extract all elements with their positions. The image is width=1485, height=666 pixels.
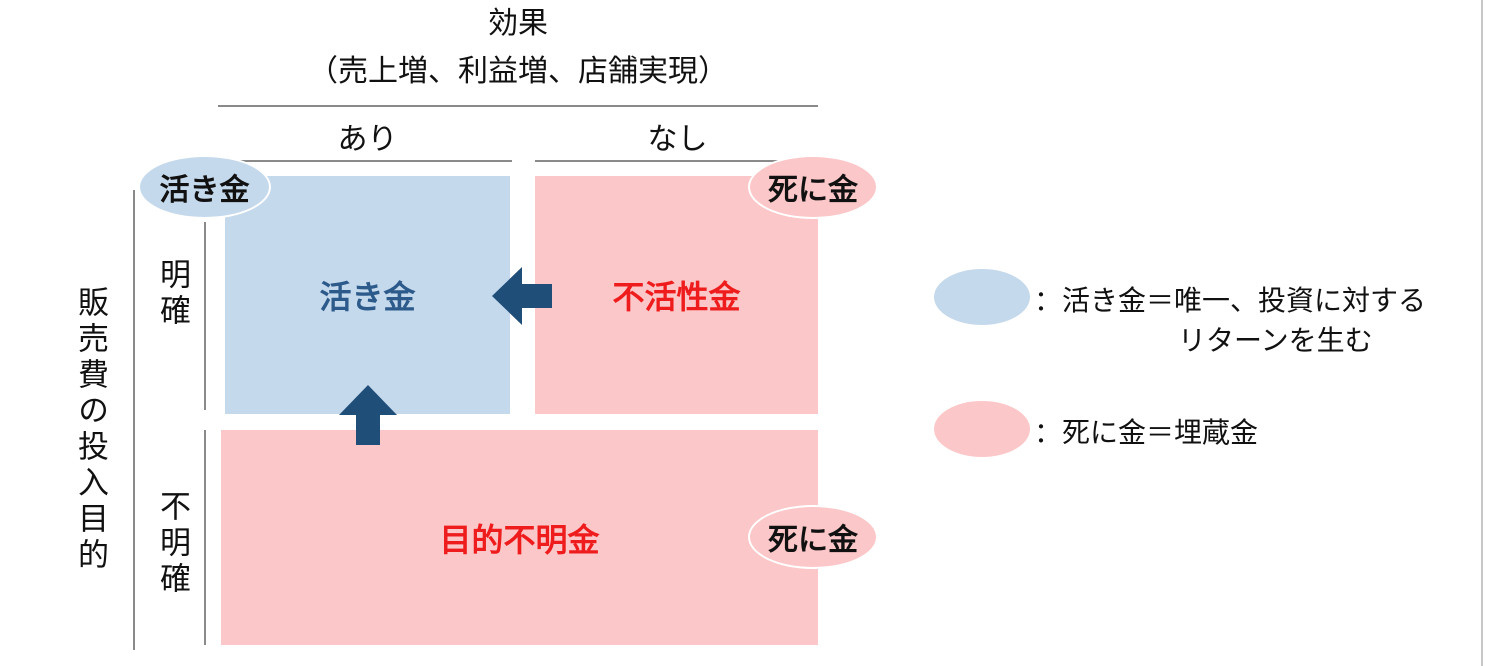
up-arrow-icon bbox=[339, 385, 397, 445]
legend-text-live-line1: ：活き金＝唯一、投資に対する bbox=[1034, 284, 1427, 317]
row-label-unclear: 不明確 bbox=[154, 490, 190, 598]
legend-text-dead: ：死に金＝埋蔵金 bbox=[1034, 416, 1259, 449]
column-underline-yes bbox=[225, 160, 512, 162]
legend-swatch-dead bbox=[934, 401, 1030, 457]
cell-inactive-money: 不活性金 bbox=[535, 176, 818, 414]
left-axis-title: 販売費の投入目的 bbox=[72, 286, 108, 574]
badge-live-money: 活き金 bbox=[138, 155, 271, 219]
row-label-clear: 明確 bbox=[154, 258, 190, 330]
legend-text-live-line2: リターンを生む bbox=[1178, 324, 1373, 357]
column-label-yes: あり bbox=[337, 122, 398, 157]
legend-swatch-live bbox=[934, 269, 1030, 325]
column-label-no: なし bbox=[647, 122, 708, 157]
column-underline-no bbox=[535, 160, 818, 162]
top-axis-title: 効果 bbox=[488, 6, 548, 41]
badge-dead-money-top: 死に金 bbox=[748, 155, 878, 219]
left-arrow-icon bbox=[492, 267, 552, 325]
right-border bbox=[1481, 0, 1483, 666]
cell-unknown-purpose-money: 目的不明金 bbox=[221, 430, 818, 645]
top-axis-line bbox=[218, 105, 818, 107]
cell-live-money: 活き金 bbox=[225, 176, 510, 414]
row-line-clear bbox=[204, 222, 206, 410]
row-line-unclear bbox=[204, 430, 206, 645]
top-axis-subtitle: （売上増、利益増、店舗実現） bbox=[308, 54, 728, 89]
badge-dead-money-bottom: 死に金 bbox=[748, 505, 878, 569]
left-axis-line bbox=[133, 190, 135, 650]
